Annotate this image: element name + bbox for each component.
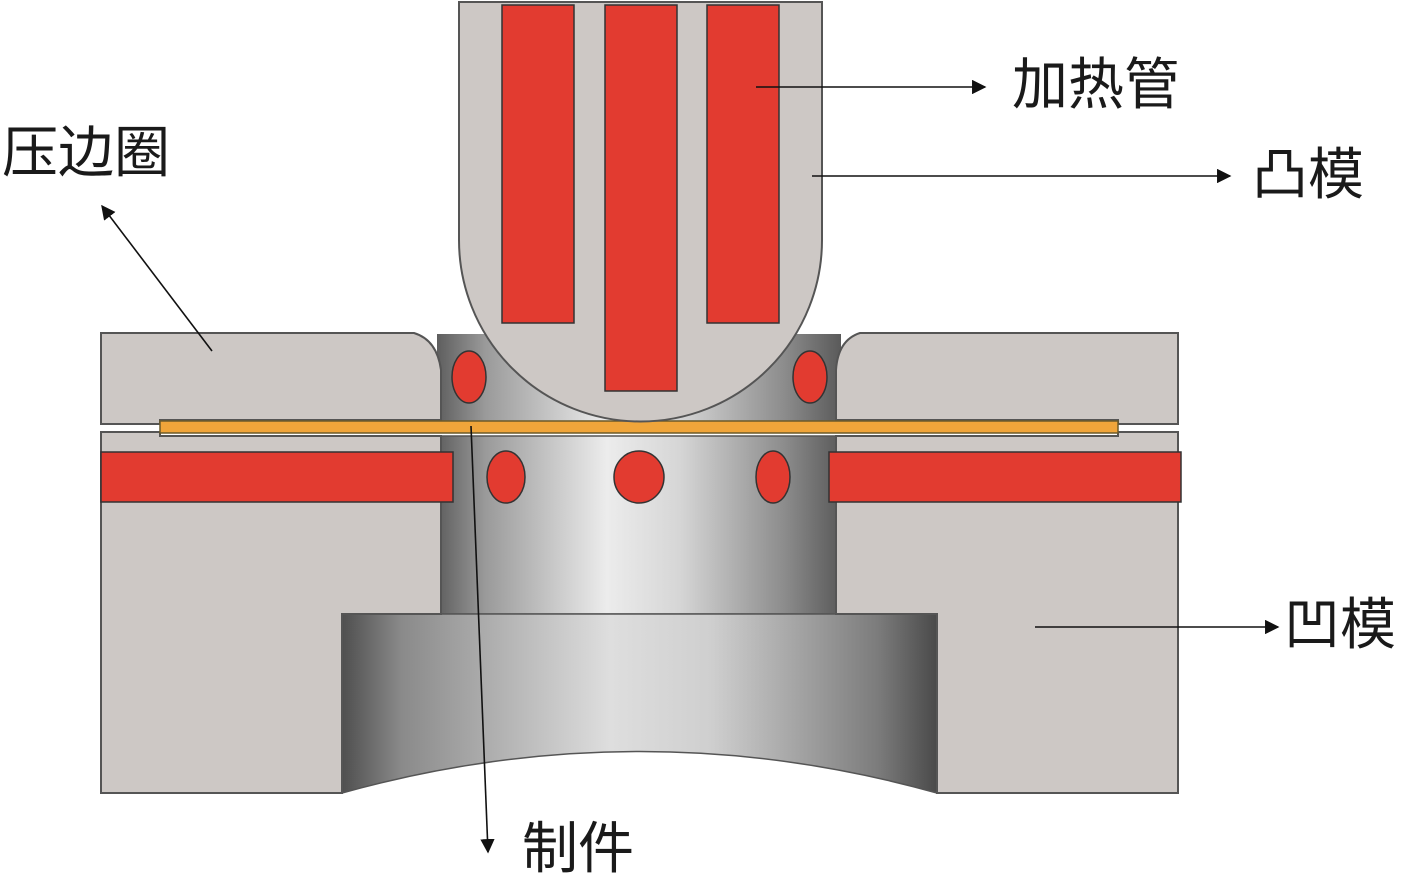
die-recess xyxy=(341,613,938,794)
blank-holder-left xyxy=(100,332,442,425)
workpiece-sheet xyxy=(159,420,1119,434)
label-blank-holder: 压边圈 xyxy=(2,121,170,186)
punch-heater-right xyxy=(706,4,780,324)
channel-holder-left xyxy=(451,350,487,404)
channel-die-left xyxy=(486,450,526,504)
punch-heater-center xyxy=(604,4,678,392)
channel-die-right xyxy=(755,450,791,504)
die-heater-left xyxy=(100,451,454,503)
label-workpiece: 制件 xyxy=(522,817,634,882)
label-punch: 凸模 xyxy=(1252,143,1364,208)
punch-heater-left xyxy=(501,4,575,324)
label-die: 凹模 xyxy=(1284,593,1396,658)
channel-holder-right xyxy=(792,350,828,404)
leader-blank-holder xyxy=(101,204,213,352)
label-heating-tube: 加热管 xyxy=(1012,53,1180,118)
die-heater-right xyxy=(828,451,1182,503)
leader-workpiece xyxy=(470,425,495,854)
channel-die-center xyxy=(613,450,665,504)
blank-holder-right xyxy=(835,332,1179,425)
